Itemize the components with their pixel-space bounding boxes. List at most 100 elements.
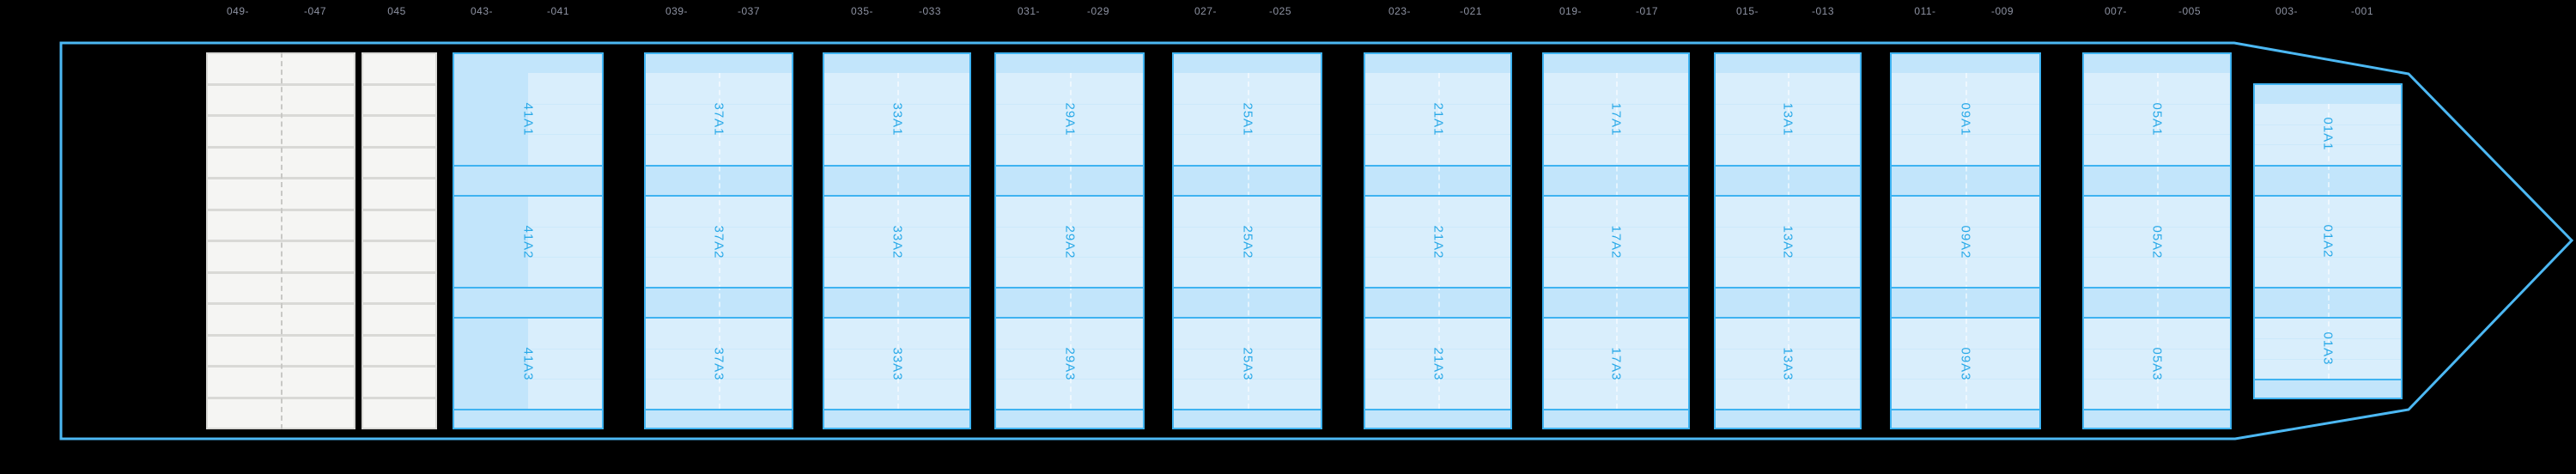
slot-row-line (454, 134, 602, 136)
bay-separator-line (994, 409, 1145, 410)
ruler-label: 027- (1194, 5, 1218, 17)
bay-section-label: 33A2 (890, 224, 904, 259)
bay-separator-line (1542, 287, 1690, 289)
bay-separator-line (1714, 195, 1862, 197)
ruler-label: -033 (918, 5, 942, 17)
bay-separator-line (1542, 165, 1690, 167)
bay-separator-line (1172, 287, 1322, 289)
bay-section-label: 41A1 (520, 101, 536, 137)
bay-section-label: 13A1 (1780, 101, 1795, 137)
ruler-label: -029 (1086, 5, 1110, 17)
bay-separator-line (644, 195, 793, 197)
ruler-label: 011- (1914, 5, 1936, 17)
bay-separator-line (1714, 317, 1862, 319)
ruler-label: -041 (546, 5, 570, 17)
bay-section-label: 37A3 (711, 346, 726, 381)
empty-hold-row[interactable] (363, 85, 435, 114)
bay-separator-line (1364, 317, 1512, 319)
bay-center-dashline (1965, 73, 1967, 409)
bay-separator-line (644, 409, 793, 410)
ruler-label: 043- (470, 5, 494, 17)
bay-section-label: 25A1 (1240, 101, 1255, 137)
ruler-label: -021 (1459, 5, 1483, 17)
ruler-label: -013 (1811, 5, 1835, 17)
ruler-label: 003- (2275, 5, 2299, 17)
bay-section-label: 05A3 (2149, 346, 2165, 381)
bay-section-label: 09A2 (1958, 224, 1973, 259)
bay-section-label: 25A3 (1240, 346, 1255, 381)
bay-separator-line (2253, 317, 2403, 319)
bay-separator-line (453, 317, 604, 319)
bay-separator-line (1364, 287, 1512, 289)
bay-center-dashline (2328, 104, 2330, 379)
bay-section-label: 41A2 (520, 224, 536, 259)
bay-section-label: 29A3 (1062, 346, 1077, 381)
bay-section-label: 17A2 (1608, 224, 1624, 259)
bay-center-dashline (1069, 73, 1072, 409)
empty-hold-row[interactable] (363, 273, 435, 302)
bay-separator-line (2082, 287, 2232, 289)
ruler-label: -009 (1990, 5, 2014, 17)
bay-section-label: 13A3 (1780, 346, 1795, 381)
bay-section-label: 33A3 (890, 346, 904, 381)
bay-separator-line (994, 195, 1145, 197)
bay-separator-line (2082, 195, 2232, 197)
bay-center-dashline (1788, 73, 1789, 409)
bay-separator-line (2082, 409, 2232, 410)
empty-hold-section (206, 52, 355, 429)
empty-hold-row[interactable] (363, 305, 435, 334)
bay-separator-line (823, 287, 971, 289)
bay-center-dashline (1247, 73, 1249, 409)
bay-separator-line (1890, 165, 2041, 167)
ruler-label: -017 (1635, 5, 1659, 17)
empty-hold-row[interactable] (363, 148, 435, 177)
empty-hold-row[interactable] (363, 368, 435, 397)
bay-section-label: 05A1 (2149, 101, 2165, 137)
empty-hold-row[interactable] (363, 117, 435, 146)
bay-section-label: 01A1 (2320, 117, 2336, 151)
bay-separator-line (1172, 195, 1322, 197)
bay-separator-line (1890, 317, 2041, 319)
ruler-label: 035- (850, 5, 874, 17)
bay-separator-line (1172, 165, 1322, 167)
ruler-label: 019- (1558, 5, 1583, 17)
bay-separator-line (823, 165, 971, 167)
empty-hold-row[interactable] (363, 210, 435, 240)
bay-separator-line (1890, 195, 2041, 197)
bay-separator-line (2253, 195, 2403, 197)
ruler-label: 045 (387, 5, 406, 17)
empty-hold-row[interactable] (363, 398, 435, 428)
bay-section-label: 09A1 (1958, 101, 1973, 137)
bay-section-label: 37A2 (711, 224, 726, 259)
empty-hold-row[interactable] (363, 179, 435, 209)
empty-hold-row[interactable] (363, 336, 435, 365)
bay-center-dashline (1437, 73, 1440, 409)
bay-left-half-overlay (454, 73, 528, 409)
slot-row-line (454, 379, 602, 380)
bay-separator-line (823, 409, 971, 410)
ruler-label: -005 (2178, 5, 2202, 17)
empty-hold-row[interactable] (363, 54, 435, 83)
bay-separator-line (2253, 287, 2403, 289)
bay-separator-line (453, 195, 604, 197)
ruler-label: -047 (303, 5, 327, 17)
hold-center-dashline (281, 52, 283, 429)
empty-hold-row[interactable] (363, 242, 435, 271)
bay-separator-line (1714, 287, 1862, 289)
ruler-label: 015- (1735, 5, 1759, 17)
bay-section-label: 29A2 (1062, 224, 1077, 259)
bay-separator-line (644, 287, 793, 289)
bay-separator-line (453, 287, 604, 289)
